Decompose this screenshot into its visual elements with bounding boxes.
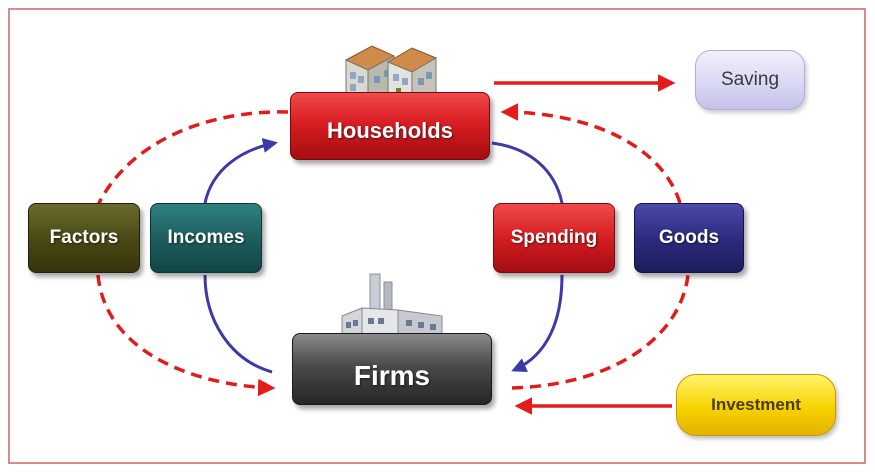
- incomes-node: Incomes: [150, 203, 262, 273]
- spending-lower-arrow: [511, 274, 564, 373]
- incomes-lower-arrow: [203, 274, 273, 374]
- goods-label: Goods: [658, 227, 720, 248]
- firms-label: Firms: [353, 360, 431, 391]
- goods-upper-arrow: [500, 103, 682, 204]
- firms-node: Firms: [292, 333, 492, 405]
- saving-label: Saving: [720, 69, 780, 90]
- incomes-upper-arrow: [203, 138, 278, 204]
- factors-lower-arrow: [96, 274, 276, 397]
- investment-label: Investment: [711, 395, 801, 414]
- diagram-frame: [8, 8, 866, 464]
- factors-label: Factors: [49, 227, 119, 248]
- spending-upper-arrow: [491, 141, 564, 204]
- households-label: Households: [327, 118, 453, 143]
- factors-upper-arrow: [96, 110, 289, 206]
- spending-label: Spending: [510, 227, 598, 248]
- factors-node: Factors: [28, 203, 140, 273]
- households-node: Households: [290, 92, 490, 160]
- investment-node: Investment: [676, 374, 836, 436]
- saving-node: Saving: [695, 50, 805, 110]
- goods-lower-arrow: [511, 274, 690, 390]
- spending-node: Spending: [493, 203, 615, 273]
- incomes-label: Incomes: [167, 227, 245, 248]
- goods-node: Goods: [634, 203, 744, 273]
